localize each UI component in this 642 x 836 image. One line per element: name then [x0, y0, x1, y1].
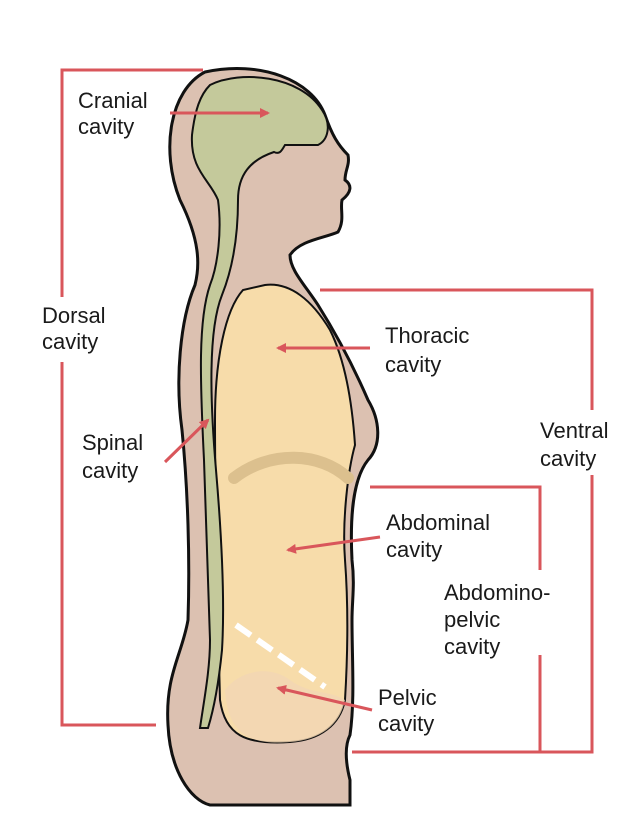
ventral-cavity-region	[213, 283, 357, 744]
thoracic-label-line-1: Thoracic	[385, 323, 469, 348]
ventral-label-line-2: cavity	[540, 446, 596, 471]
dorsal-cavity-label: Dorsal cavity	[42, 303, 112, 354]
pelvic-label-line-2: cavity	[378, 711, 434, 736]
abdominopelvic-label-line-2: pelvic	[444, 607, 500, 632]
spinal-cavity-label: Spinal cavity	[82, 430, 149, 483]
dorsal-label-line-2: cavity	[42, 329, 98, 354]
pelvic-arrow	[276, 684, 373, 712]
thoracic-label-line-2: cavity	[385, 352, 441, 377]
cranial-spinal-cavity	[190, 76, 329, 729]
dorsal-bracket	[60, 68, 203, 297]
spinal-label-line-1: Spinal	[82, 430, 143, 455]
ventral-label-line-1: Ventral	[540, 418, 609, 443]
pelvic-cavity-label: Pelvic cavity	[378, 685, 443, 736]
ventral-bracket-upper	[320, 288, 594, 410]
abdominal-label-line-2: cavity	[386, 537, 442, 562]
spinal-label-line-2: cavity	[82, 458, 138, 483]
thoracic-cavity-label: Thoracic cavity	[385, 323, 475, 377]
abdominal-arrow	[286, 535, 381, 554]
ventral-cavity-label: Ventral cavity	[540, 418, 615, 471]
abdominopelvic-cavity-label: Abdomino- pelvic cavity	[444, 580, 557, 659]
pelvic-region	[225, 671, 345, 743]
cranial-cavity-label: Cranial cavity	[78, 88, 154, 139]
abdominal-label-line-1: Abdominal	[386, 510, 490, 535]
pelvic-label-line-1: Pelvic	[378, 685, 437, 710]
dorsal-label-line-1: Dorsal	[42, 303, 106, 328]
cranial-label-line-2: cavity	[78, 114, 134, 139]
pelvic-divider-line	[234, 622, 327, 690]
spinal-arrow	[163, 418, 210, 464]
cranial-label-line-1: Cranial	[78, 88, 148, 113]
dorsal-bracket-lower	[60, 362, 156, 727]
ventral-bracket-lower	[352, 475, 594, 754]
abdominal-cavity-label: Abdominal cavity	[386, 510, 496, 562]
abdominopelvic-label-line-3: cavity	[444, 634, 500, 659]
abdominopelvic-label-line-1: Abdomino-	[444, 580, 550, 605]
diaphragm-band	[228, 451, 354, 484]
abdominopelvic-bracket-upper	[370, 485, 542, 570]
